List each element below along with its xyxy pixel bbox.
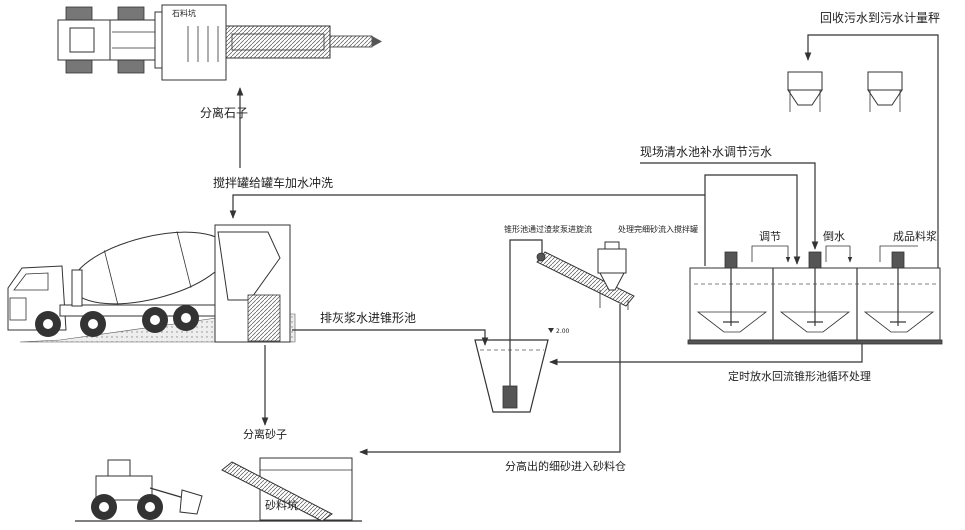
- loader-cab: [107, 459, 131, 477]
- fine-sand-to-bin-label: 分高出的细砂进入砂料仓: [505, 459, 626, 473]
- loader-bucket: [154, 11, 163, 69]
- tank-base: [687, 339, 943, 345]
- scale-hopper-cone: [787, 89, 823, 106]
- loader-wheel: [65, 59, 93, 74]
- loader-wheel: [117, 6, 145, 21]
- pour-water-label: 倒水: [823, 230, 845, 243]
- stone-pit: [161, 4, 227, 81]
- finished-slurry-bracket: [879, 245, 918, 262]
- clean-water-makeup-label: 现场清水池补水调节污水: [640, 145, 772, 159]
- agitator-motor: [808, 251, 822, 269]
- drum-support: [71, 269, 83, 307]
- stone-separator-tip: [372, 36, 382, 47]
- stone-pit-label: 石料坑: [172, 8, 196, 18]
- level-mark-icon: [548, 328, 554, 333]
- mixer-washing-line: [229, 194, 705, 219]
- tank-cone-bottom: [696, 311, 768, 333]
- separate-stone-label: 分离石子: [200, 105, 248, 120]
- truck-wheel-hub: [88, 319, 98, 329]
- sewage-scale-hoppers: [787, 71, 903, 112]
- spiral-sand-classifier: [536, 241, 635, 310]
- agitator-motor: [724, 251, 738, 269]
- adjust-bracket: [751, 245, 791, 263]
- separate-sand-label: 分离砂子: [243, 427, 287, 441]
- cyclone-cone: [599, 272, 625, 291]
- cone-to-cyclone-label: 锥形池通过渣浆泵进旋流: [504, 224, 592, 234]
- level-mark-label: 2.00: [556, 328, 570, 335]
- cyclone-head: [604, 241, 620, 250]
- truck-grille: [9, 297, 27, 321]
- mixer-washing-label: 搅拌罐给罐车加水冲洗: [213, 175, 333, 190]
- truck-wheel-hub: [43, 319, 53, 329]
- tank-cone-bottom: [779, 311, 851, 333]
- agitator-motor: [891, 251, 905, 269]
- washing-hopper: [247, 294, 281, 342]
- stone-pit-loader: 石料坑: [57, 4, 382, 81]
- drum-seam: [176, 231, 192, 288]
- truck-cab-window: [13, 272, 49, 291]
- cone-tank: 2.00: [474, 328, 570, 413]
- loader-cab: [69, 27, 95, 53]
- tank-feed-line: [704, 174, 801, 266]
- fine-sand-to-bin-line: [359, 304, 621, 456]
- adjust-label: 调节: [759, 230, 781, 243]
- timed-discharge-line: [549, 344, 863, 366]
- truck-wheel-hub: [150, 315, 160, 325]
- sand-pit-label: 砂料坑: [265, 498, 298, 512]
- loader-arm: [149, 487, 185, 499]
- classifier-motor: [536, 252, 546, 262]
- sand-pit-loader: 砂料坑: [75, 457, 362, 522]
- sand-conveyor: [221, 461, 333, 522]
- clean-water-makeup-line: [640, 162, 819, 250]
- washing-chute: [217, 231, 281, 301]
- slurry-pump: [502, 385, 518, 409]
- tank-cone-bottom: [863, 311, 935, 333]
- loader-bucket: [179, 489, 203, 515]
- loader-wheel: [117, 59, 145, 74]
- loader-wheel-hub: [145, 502, 155, 512]
- scale-hopper-cone: [867, 89, 903, 106]
- fine-sand-to-mixer-label: 处理完细砂流入搅拌罐: [618, 224, 698, 234]
- finished-slurry-label: 成品料浆: [893, 229, 937, 243]
- drum-seam: [104, 250, 119, 305]
- scale-hopper-top: [867, 71, 903, 91]
- loader-front-body: [109, 19, 156, 61]
- slurry-to-cone-line: [292, 329, 489, 346]
- recycle-to-scale-label: 回收污水到污水计量秤: [820, 11, 940, 25]
- slurry-to-cone-label: 排灰浆水进锥形池: [320, 310, 416, 325]
- stone-separator-core: [231, 33, 325, 51]
- scale-hopper-top: [787, 71, 823, 91]
- truck-wheel-hub: [181, 313, 191, 323]
- cyclone-body: [597, 248, 627, 274]
- timed-discharge-label: 定时放水回流锥形池循环处理: [728, 369, 871, 383]
- mixer-drum: [71, 231, 229, 305]
- pour-water-bracket: [825, 245, 853, 263]
- stone-separator-screw: [329, 35, 373, 48]
- mixer-truck: [7, 224, 296, 343]
- loader-wheel-hub: [99, 502, 109, 512]
- stone-separator-drum: [225, 25, 331, 59]
- three-cone-tanks: [687, 251, 943, 345]
- recycle-to-scale-line: [804, 34, 939, 268]
- pump-to-cyclone-line: [509, 239, 543, 386]
- cone-tank-wall: [474, 339, 549, 413]
- loader-wheel: [65, 6, 93, 21]
